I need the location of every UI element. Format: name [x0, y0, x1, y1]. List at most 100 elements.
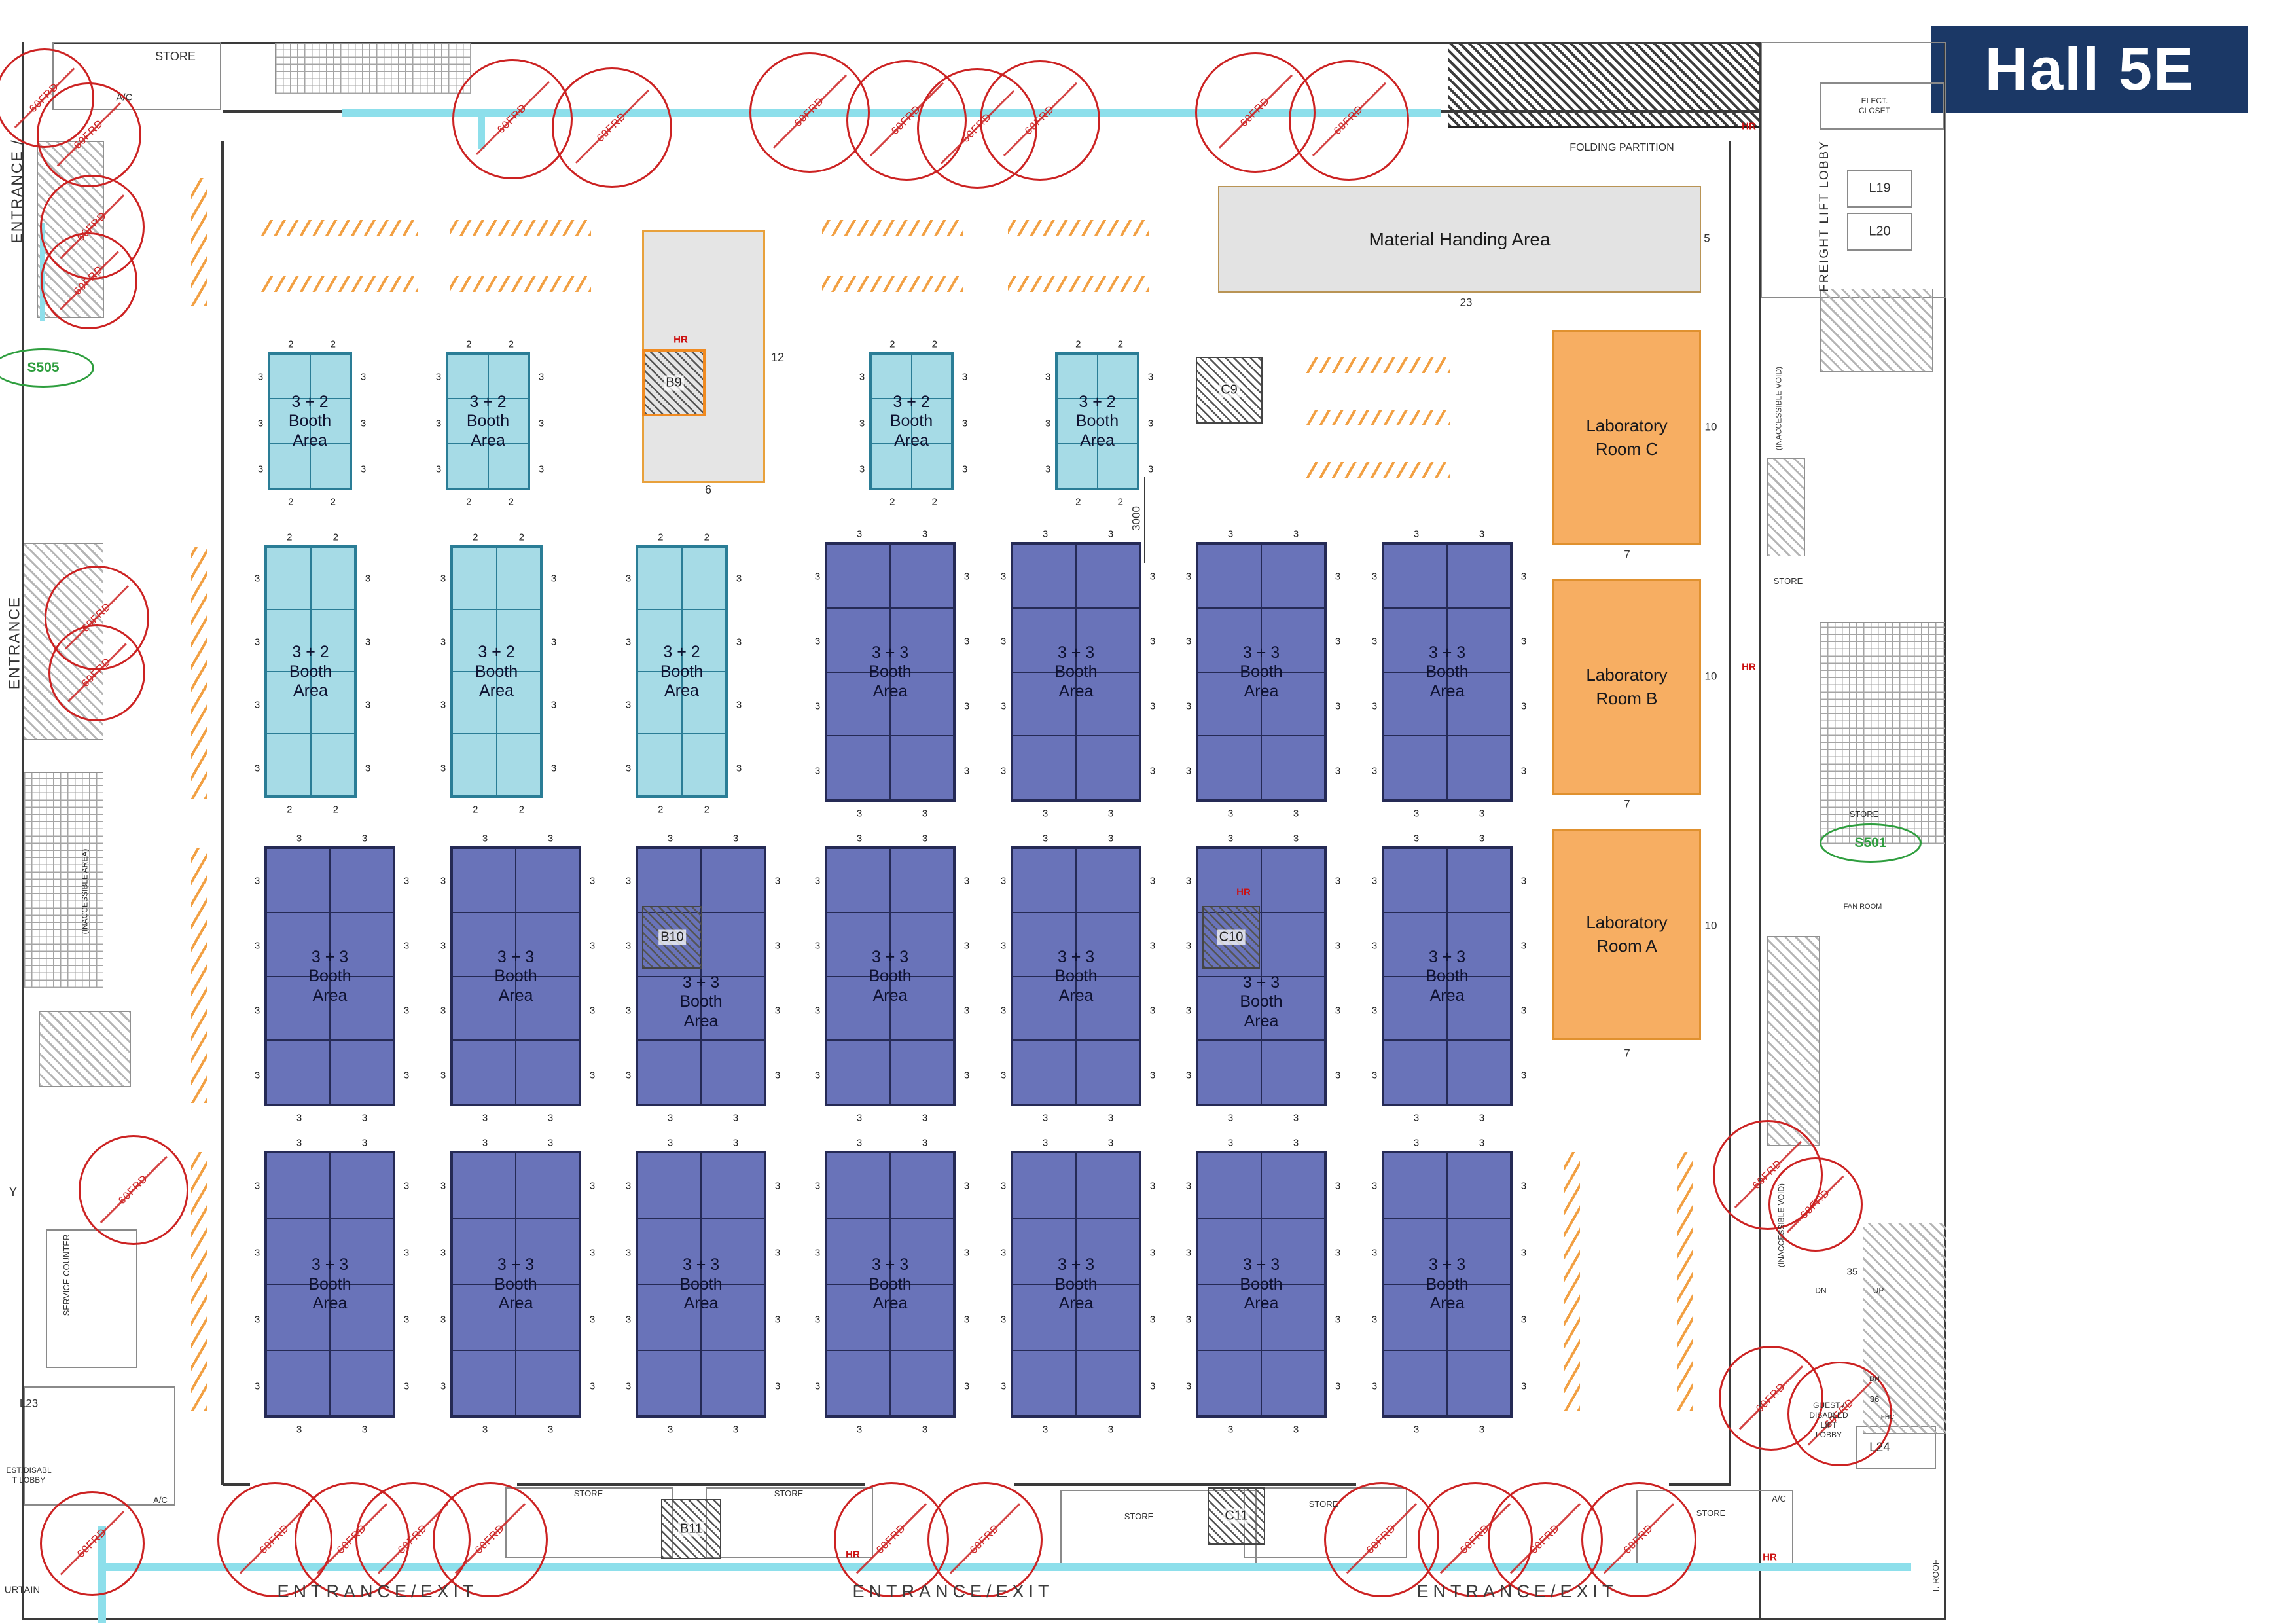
booth-cell	[266, 1284, 330, 1350]
entrance-exit-label: ENTRANCE/EXIT	[852, 1581, 1054, 1602]
booth-dim: 3	[435, 371, 442, 383]
booth-dim: 3	[625, 1070, 632, 1081]
booth-dim: 3	[1000, 1070, 1007, 1081]
booth-dim: 3	[963, 1005, 970, 1017]
booth-cell	[330, 1284, 393, 1350]
booth-dim: 3	[1335, 940, 1341, 952]
booth-dim: 3	[1371, 1314, 1378, 1326]
booth-dim: 3	[589, 1180, 596, 1192]
shape-rect	[1761, 42, 1946, 298]
booth-cell	[310, 609, 355, 672]
booth-cell	[637, 672, 682, 734]
booth-cell	[890, 1284, 954, 1350]
booth-dim: 3	[963, 1070, 970, 1081]
orange-hatch-marks	[822, 220, 963, 236]
booth-cells	[827, 1153, 954, 1416]
booth-cell	[330, 1218, 393, 1284]
booth-dim: 3	[963, 1380, 970, 1392]
booth-cell	[1076, 1218, 1139, 1284]
booth-dim: 3	[254, 1380, 260, 1392]
entrance-exit-label: ENTRANCE/EXIT	[277, 1581, 478, 1602]
booth-dim: 2	[508, 338, 514, 350]
orange-hatch-marks	[261, 220, 418, 236]
safety-oval-s505: S505	[0, 348, 94, 388]
booth-dim: 3	[440, 1180, 446, 1192]
booth-dim: 3	[361, 1112, 368, 1124]
booth-dim: 3	[922, 833, 928, 844]
booth-dim: 3	[774, 1380, 781, 1392]
stair-label: UP	[1873, 1286, 1884, 1295]
booth-cell	[1076, 672, 1139, 736]
orange-hatch-marks	[1306, 462, 1450, 478]
booth-cell	[266, 1218, 330, 1284]
booth-cell	[1013, 672, 1076, 736]
booth-dim: 3	[1185, 1314, 1192, 1326]
booth-cell	[890, 1218, 954, 1284]
booth-cell	[911, 443, 952, 488]
booth-dim: 3	[732, 1424, 739, 1435]
booth-cell	[1097, 354, 1138, 399]
booth-cell	[1076, 607, 1139, 672]
booth-cell	[1447, 1218, 1511, 1284]
booth-dim: 3	[1520, 875, 1527, 887]
booth-dim: 3	[961, 463, 968, 475]
inaccessible-area-label: (INACCESSIBLE AREA)	[80, 848, 90, 935]
booth-cell	[1076, 848, 1139, 912]
booth-dim: 2	[889, 496, 895, 508]
booth-dim: 3	[440, 763, 446, 774]
booth-dim: 3	[814, 1247, 821, 1259]
booth-cell	[310, 547, 355, 609]
booth-dim: 3	[774, 1247, 781, 1259]
booth-dim: 3	[403, 1247, 410, 1259]
booth-dim: 2	[889, 338, 895, 350]
store-label: STORE	[1696, 1507, 1726, 1518]
booth-cell	[1013, 976, 1076, 1041]
shape-line	[223, 110, 344, 113]
booth-dim: 3	[963, 571, 970, 583]
booth-dim: 3	[859, 371, 865, 383]
booth-cell	[701, 1040, 764, 1104]
booth-dim: 3	[625, 875, 632, 887]
booth-dim: 3	[963, 1247, 970, 1259]
booth-cell	[637, 1284, 701, 1350]
booth-cell	[1384, 1350, 1447, 1416]
booth-dim: 3	[482, 1424, 488, 1435]
booth-dim: 3	[440, 1314, 446, 1326]
booth-dim: 3	[1335, 875, 1341, 887]
orange-hatch-marks	[1008, 276, 1149, 292]
booth-dim: 3	[1045, 371, 1051, 383]
fire-door-circle: 60FRD	[1768, 1157, 1863, 1252]
booth-dim: 3	[961, 371, 968, 383]
booth-dim: 2	[332, 804, 338, 816]
booth-cell	[890, 1153, 954, 1219]
booth-cell	[1097, 399, 1138, 444]
booth-dim: 3	[1185, 1070, 1192, 1081]
booth-cell	[330, 848, 393, 912]
booth-dim: 3	[1185, 571, 1192, 583]
booth-cell	[452, 912, 516, 977]
dim-label: 23	[1460, 296, 1473, 309]
booth-cell	[1261, 976, 1325, 1041]
booth-cell	[1447, 736, 1511, 800]
lab-c-line1: Laboratory	[1586, 416, 1668, 436]
booth-dim: 3	[1107, 808, 1114, 820]
booth-dim: 3	[736, 636, 742, 648]
booth-dim: 3	[1335, 765, 1341, 777]
booth-dim: 3	[440, 1247, 446, 1259]
dim-label: 3000	[1130, 506, 1143, 531]
ac-label: A/C	[153, 1494, 168, 1505]
booth-cell	[1447, 672, 1511, 736]
ac-label: A/C	[1772, 1493, 1786, 1504]
booth-dim: 2	[508, 496, 514, 508]
booth-dim: 3	[1149, 1005, 1156, 1017]
booth-dim: 3	[1371, 700, 1378, 712]
orange-hatch-marks	[822, 276, 963, 292]
